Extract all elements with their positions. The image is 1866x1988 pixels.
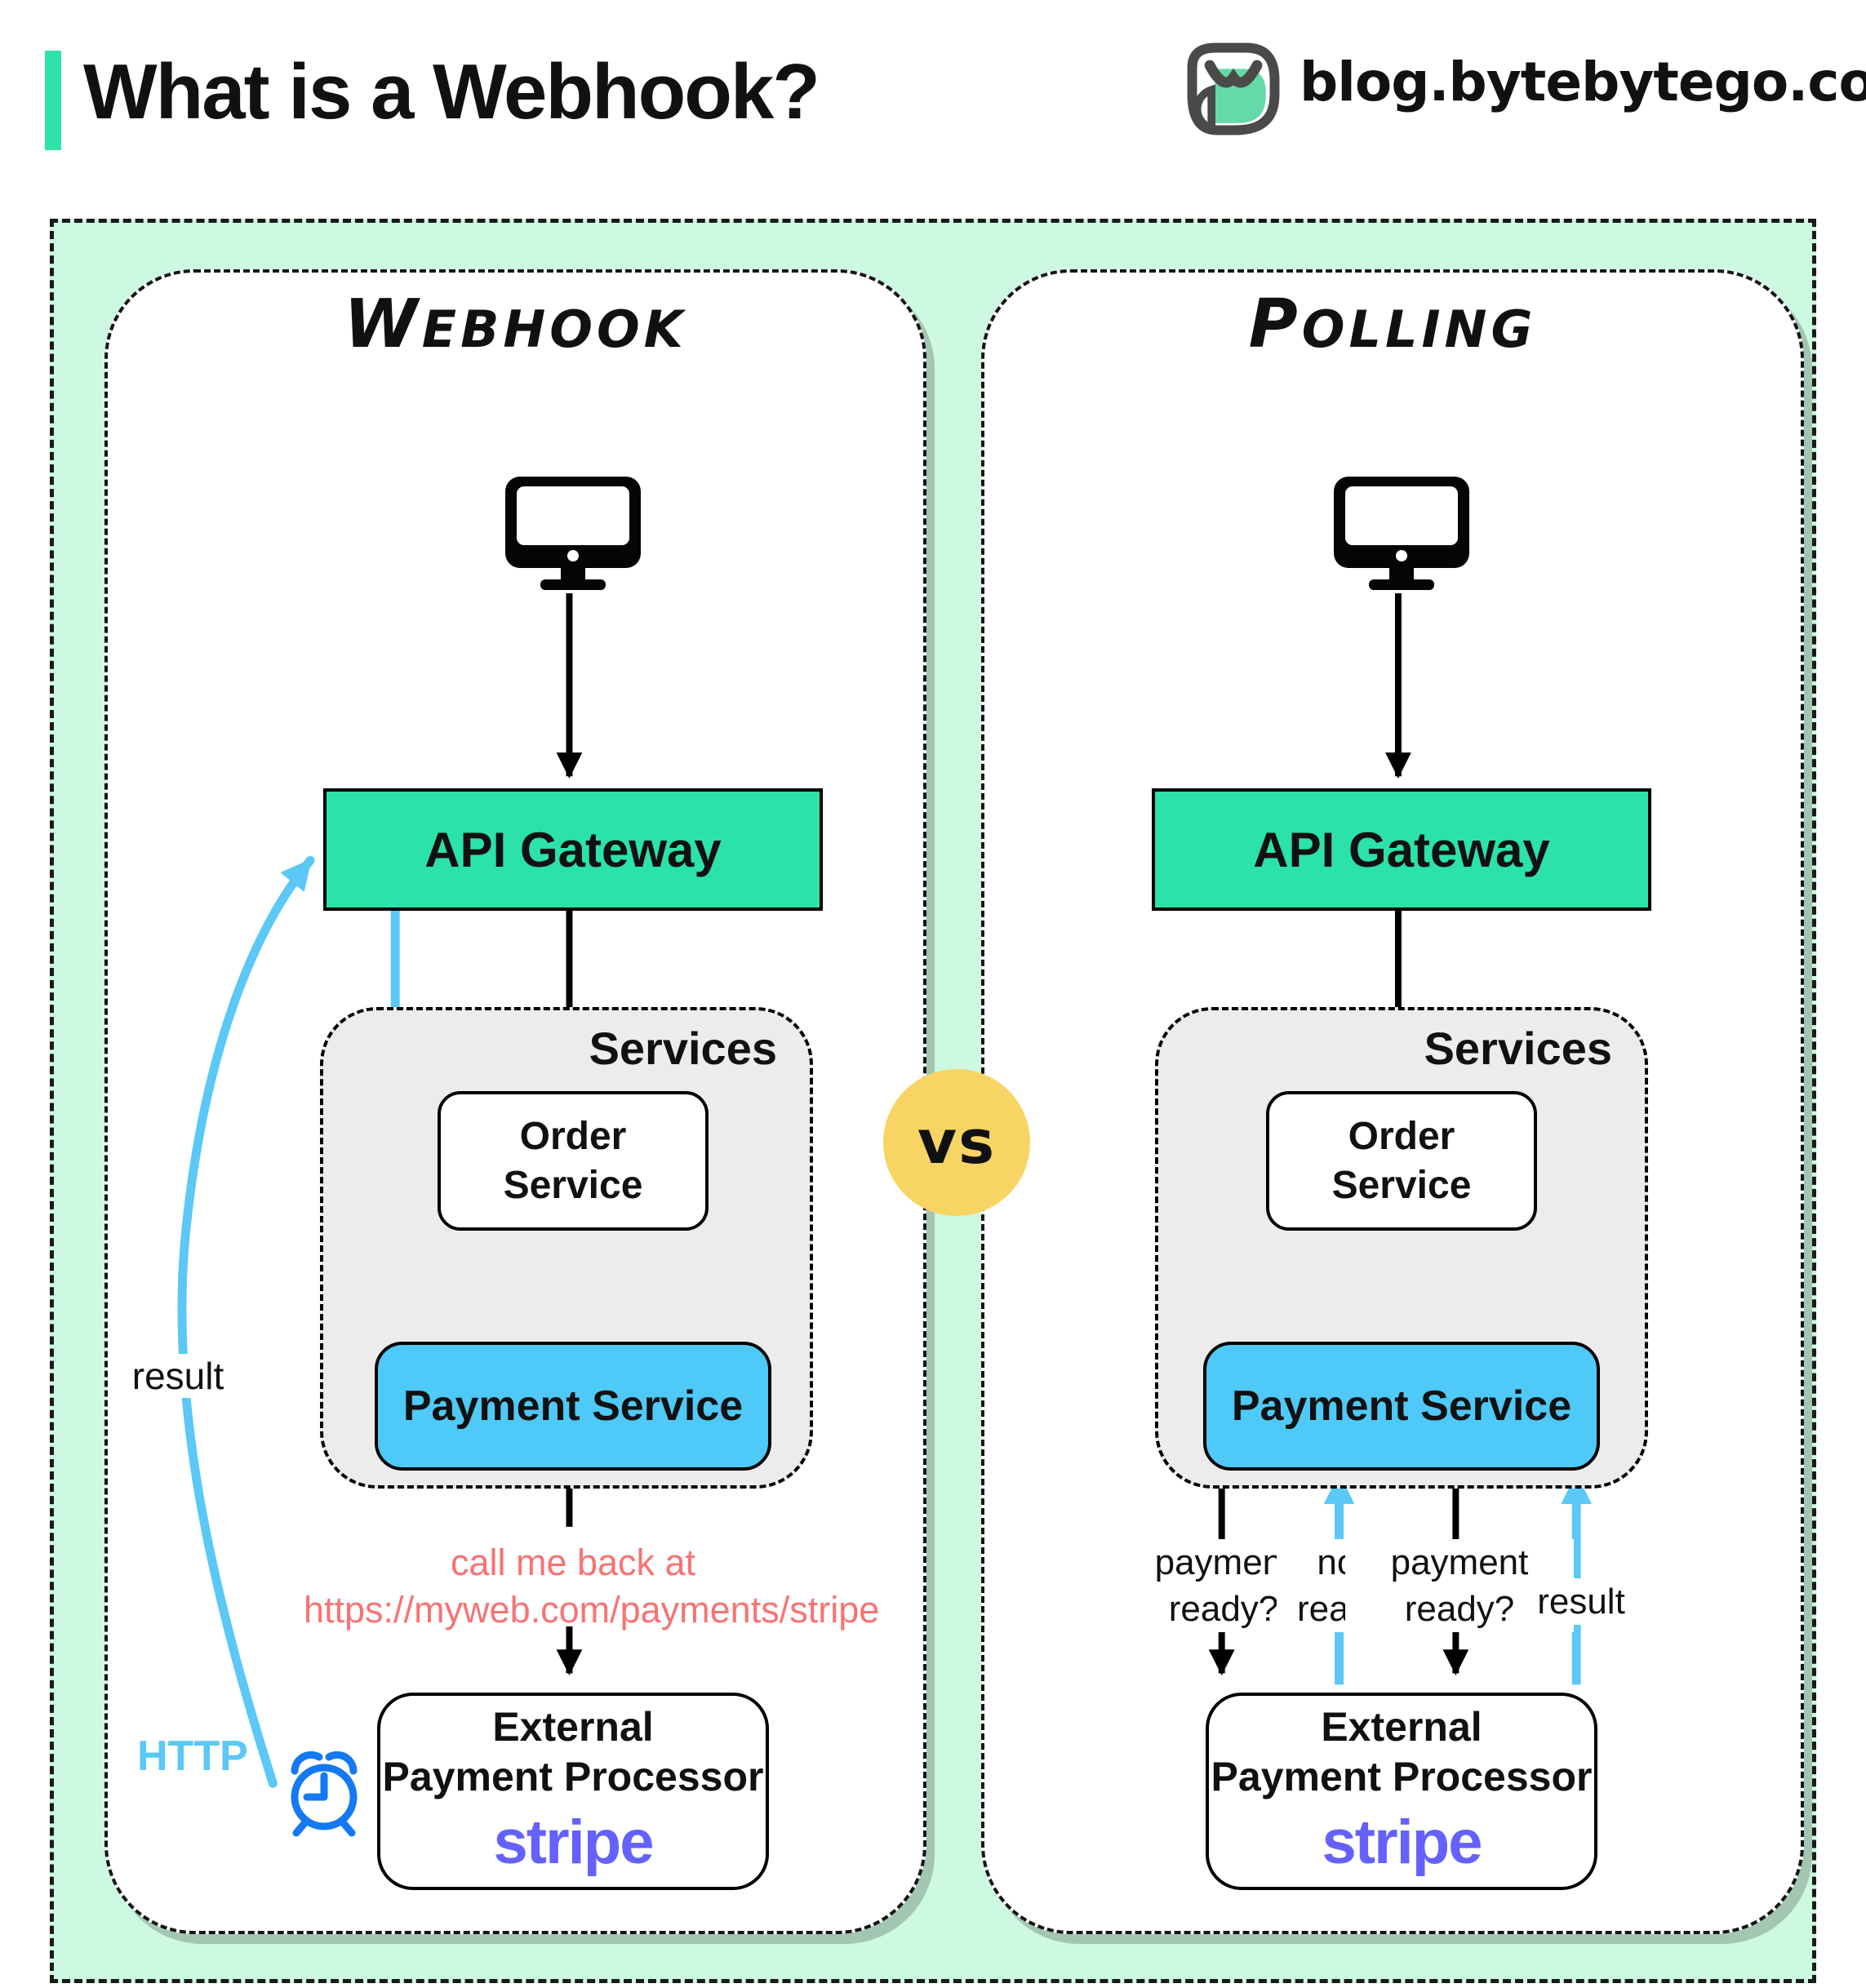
callback-url-annotation: call me back at https://myweb.com/paymen… <box>304 1539 880 1633</box>
order-service-line2: Service <box>503 1163 643 1207</box>
api-gateway-box: API Gateway <box>1152 788 1651 911</box>
stripe-logo-text: stripe <box>493 1807 655 1877</box>
stripe-logo-text: stripe <box>1322 1807 1483 1877</box>
external-line1: External <box>1321 1703 1482 1750</box>
external-line1: External <box>492 1703 654 1750</box>
page-title: What is a Webhook? <box>83 48 820 135</box>
external-payment-processor-box: External Payment Processor stripe <box>377 1693 769 1890</box>
brand-url: blog.bytebytego.com <box>1300 51 1866 113</box>
api-gateway-box: API Gateway <box>323 788 823 911</box>
webhook-panel: Webhook API Gat <box>104 269 926 1934</box>
monitor-icon <box>1334 477 1469 590</box>
external-payment-processor-box: External Payment Processor stripe <box>1206 1693 1597 1890</box>
poll-ask-1-line1: payment <box>1154 1542 1293 1582</box>
poll-ask-2-line2: ready? <box>1404 1589 1515 1630</box>
title-accent-bar <box>45 51 61 150</box>
payment-service-box: Payment Service <box>1203 1342 1600 1471</box>
polling-panel-title: Polling <box>1248 286 1537 363</box>
poll-ask-1-line2: ready? <box>1168 1589 1279 1630</box>
order-service-line1: Order <box>1348 1114 1455 1158</box>
result-arrow-label: result <box>131 1354 225 1398</box>
bytebytego-owl-logo-icon <box>1187 42 1280 135</box>
order-service-line1: Order <box>519 1114 627 1158</box>
external-line2: Payment Processor <box>382 1753 764 1799</box>
vs-badge: vs <box>883 1069 1030 1216</box>
order-service-box: Order Service <box>1266 1091 1537 1231</box>
monitor-icon <box>505 477 641 590</box>
payment-service-box: Payment Service <box>375 1342 771 1471</box>
external-line2: Payment Processor <box>1211 1753 1593 1799</box>
poll-result-label: result <box>1516 1578 1646 1626</box>
services-group-label: Services <box>589 1023 777 1074</box>
poll-ask-2-line1: payment <box>1390 1542 1529 1582</box>
webhook-panel-title: Webhook <box>344 286 687 363</box>
alarm-clock-icon <box>291 1751 358 1837</box>
order-service-line2: Service <box>1331 1163 1472 1207</box>
polling-panel: Polling API Gateway Services <box>981 269 1804 1934</box>
callback-line2: https://myweb.com/payments/stripe <box>304 1588 880 1631</box>
services-group-label: Services <box>1424 1023 1612 1074</box>
http-arrow-label: HTTP <box>137 1733 248 1780</box>
arrow-http-result-callback <box>177 855 315 1788</box>
order-service-box: Order Service <box>438 1091 709 1231</box>
callback-line1: call me back at <box>450 1542 696 1583</box>
